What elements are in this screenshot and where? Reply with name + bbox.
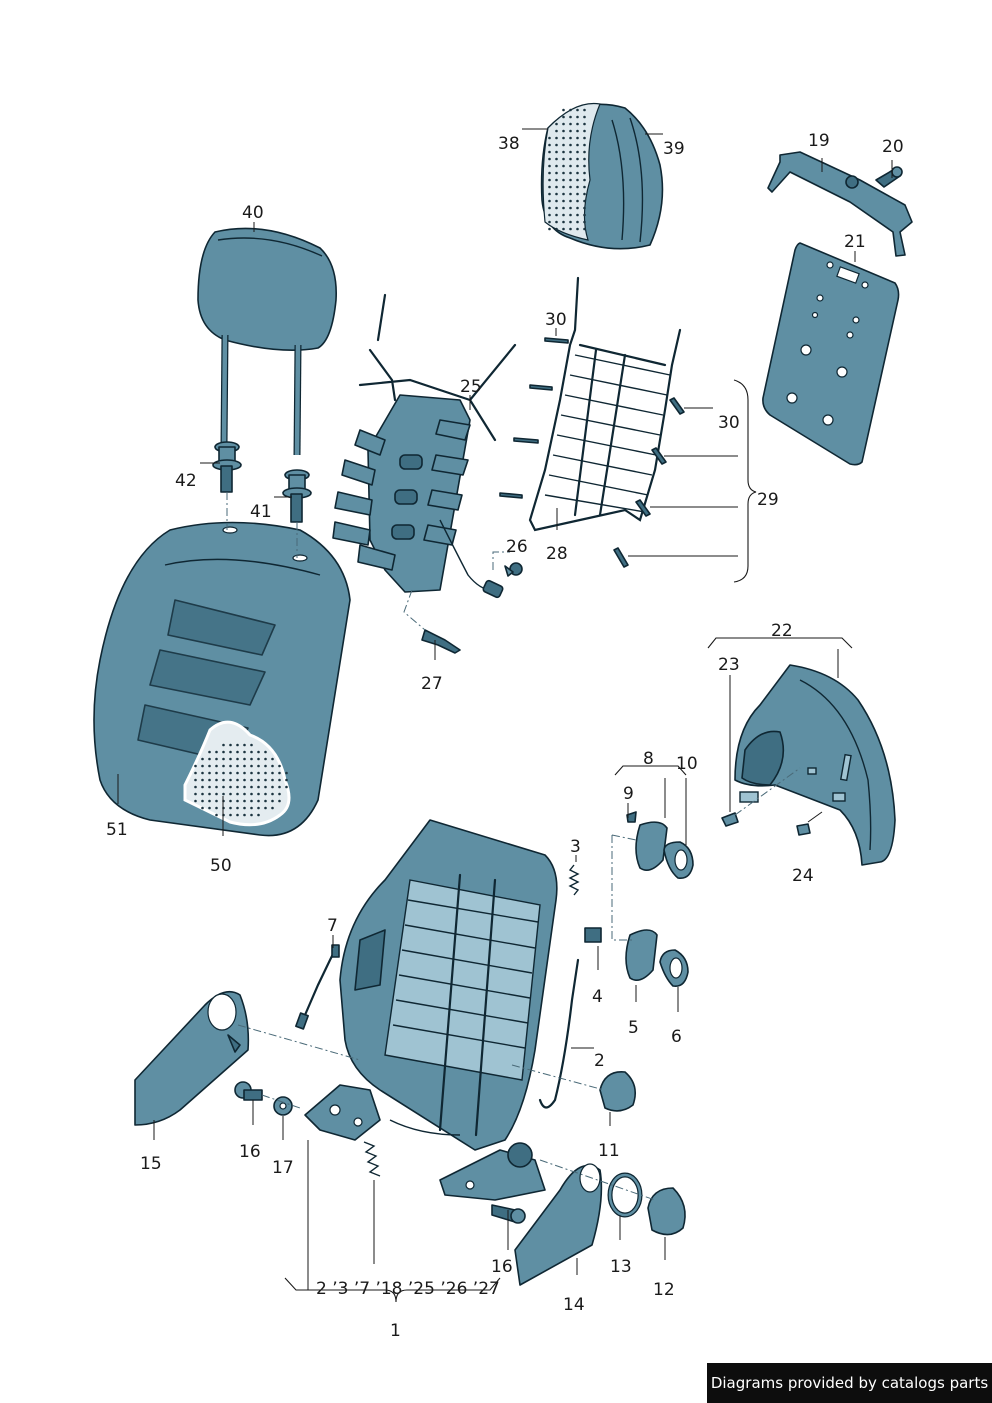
label-20: 20 [882, 137, 904, 157]
side-panel-22 [734, 664, 896, 866]
label-4: 4 [592, 987, 603, 1007]
headrest-guide-42 [212, 441, 242, 493]
nut-17 [273, 1096, 293, 1116]
spring-18 [363, 1141, 381, 1177]
label-7: 7 [327, 916, 338, 936]
knob-11 [599, 1071, 636, 1112]
support-mat-25 [332, 293, 517, 599]
label-13: 13 [610, 1257, 632, 1277]
label-group-list: 2 ’3 ’7 ’18 ’25 ’26 ’27 [316, 1279, 500, 1299]
label-40: 40 [242, 203, 264, 223]
label-25: 25 [460, 377, 482, 397]
side-cover-15 [134, 990, 250, 1126]
rod-7 [295, 944, 340, 1030]
bolt-20 [875, 166, 903, 188]
label-30-right: 30 [718, 413, 740, 433]
label-3: 3 [570, 837, 581, 857]
ring-13 [607, 1172, 643, 1218]
backrest-panel-21 [762, 242, 900, 466]
label-17: 17 [272, 1158, 294, 1178]
spring-3 [568, 864, 580, 896]
label-27: 27 [421, 674, 443, 694]
label-14: 14 [563, 1295, 585, 1315]
trim-14 [514, 1163, 603, 1286]
label-2: 2 [594, 1051, 605, 1071]
trim-8 [626, 811, 694, 880]
label-16-left: 16 [239, 1142, 261, 1162]
clip-27 [421, 629, 461, 654]
label-5: 5 [628, 1018, 639, 1038]
label-6: 6 [671, 1027, 682, 1047]
clip-24 [796, 823, 811, 836]
trim-5 [584, 927, 689, 988]
group-brackets [284, 379, 853, 1303]
backrest-frame-1 [304, 819, 580, 1201]
label-8: 8 [643, 749, 654, 769]
label-24: 24 [792, 866, 814, 886]
knob-12 [647, 1187, 686, 1236]
label-41: 41 [250, 502, 272, 522]
backrest-cover-51 [93, 521, 351, 837]
label-21: 21 [844, 232, 866, 252]
bracket-19 [767, 151, 913, 257]
headrest-guide-41 [282, 469, 312, 523]
label-38: 38 [498, 134, 520, 154]
bolt-16b [491, 1204, 526, 1224]
backrest-pad-38-39 [540, 102, 664, 250]
label-23: 23 [718, 655, 740, 675]
label-42: 42 [175, 471, 197, 491]
label-15: 15 [140, 1154, 162, 1174]
credit-banner: Diagrams provided by catalogs parts [707, 1363, 992, 1403]
clip-23 [721, 812, 739, 827]
label-29: 29 [757, 490, 779, 510]
label-30-top: 30 [545, 310, 567, 330]
spring-clips-30 [499, 337, 685, 568]
label-1: 1 [390, 1321, 401, 1341]
connection-lines [226, 492, 801, 1201]
label-11: 11 [598, 1141, 620, 1161]
label-22: 22 [771, 621, 793, 641]
label-19: 19 [808, 131, 830, 151]
bolt-16a [234, 1081, 263, 1101]
label-16-right: 16 [491, 1257, 513, 1277]
label-28: 28 [546, 544, 568, 564]
headrest-40 [197, 227, 337, 456]
leader-lines [117, 128, 893, 1290]
screw-26 [504, 562, 523, 577]
label-39: 39 [663, 139, 685, 159]
label-50: 50 [210, 856, 232, 876]
label-26: 26 [506, 537, 528, 557]
callout-labels: 38 39 19 20 21 40 42 41 51 50 25 30 30 2… [106, 131, 904, 1341]
label-9: 9 [623, 784, 634, 804]
label-12: 12 [653, 1280, 675, 1300]
label-10: 10 [676, 754, 698, 774]
label-51: 51 [106, 820, 128, 840]
